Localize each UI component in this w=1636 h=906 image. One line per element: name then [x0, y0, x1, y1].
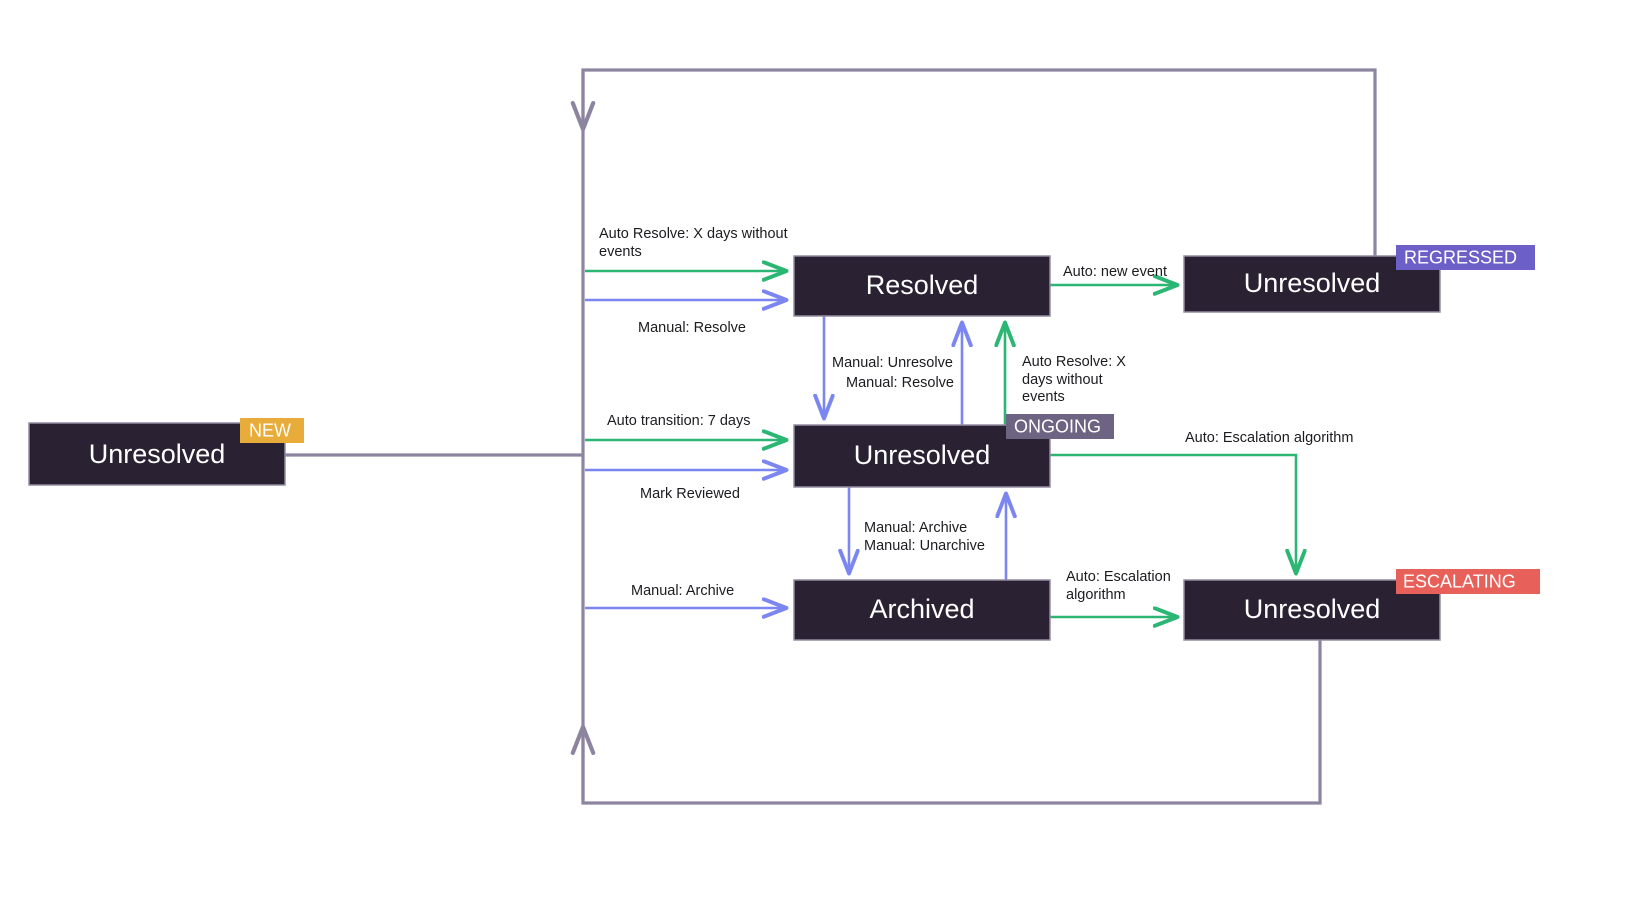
state-label-ongoing-unresolved: Unresolved [854, 440, 991, 470]
status-badge-new-label: NEW [249, 420, 291, 440]
manual-edges-blue [585, 300, 1006, 608]
status-badge-regressed-bg [1396, 245, 1535, 270]
status-badge-regressed-label: REGRESSED [1404, 247, 1517, 267]
state-badges: NEW REGRESSED ONGOING ESCALATING [240, 245, 1540, 594]
state-nodes: Unresolved Resolved Unresolved Unresolve… [28, 255, 1441, 641]
edge-label-auto-resolve-up-line3: events [1022, 389, 1065, 405]
edge-labels: Auto Resolve: X days without events Manu… [599, 226, 1353, 603]
state-box-archived[interactable] [793, 579, 1051, 641]
edge-label-auto-escalation-top: Auto: Escalation algorithm [1185, 430, 1353, 446]
state-label-regressed-unresolved: Unresolved [1244, 268, 1381, 298]
state-label-archived: Archived [869, 594, 974, 624]
edge-label-manual-unresolve: Manual: Unresolve [832, 355, 953, 371]
status-badge-new[interactable]: NEW [240, 418, 304, 443]
edge-label-auto-resolve-x-days-line2: events [599, 244, 642, 260]
edge-label-manual-resolve-left: Manual: Resolve [638, 320, 746, 336]
edge-label-manual-archive-mid: Manual: Archive [864, 520, 967, 536]
edge-label-manual-unarchive: Manual: Unarchive [864, 538, 985, 554]
state-label-escalating-unresolved: Unresolved [1244, 594, 1381, 624]
edge-label-auto-resolve-x-days-line1: Auto Resolve: X days without [599, 226, 788, 242]
edge-label-auto-new-event: Auto: new event [1063, 264, 1167, 280]
edge-label-mark-reviewed: Mark Reviewed [640, 486, 740, 502]
status-badge-new-bg [240, 418, 304, 443]
status-badge-escalating[interactable]: ESCALATING [1396, 569, 1540, 594]
edge-label-auto-escalation-bot-line2: algorithm [1066, 587, 1126, 603]
edge-auto-escalation-ongoing-to-escalating [1050, 453, 1296, 573]
state-node-resolved[interactable]: Resolved [793, 255, 1051, 317]
edge-label-auto-resolve-up-line2: days without [1022, 372, 1103, 388]
state-box-resolved[interactable] [793, 255, 1051, 317]
status-badge-escalating-bg [1396, 569, 1540, 594]
edge-label-manual-archive-left: Manual: Archive [631, 583, 734, 599]
purple-routing-frame [285, 68, 1377, 805]
status-badge-escalating-label: ESCALATING [1403, 571, 1516, 591]
state-node-archived[interactable]: Archived [793, 579, 1051, 641]
edge-spine-top-to-regressed [581, 68, 1377, 455]
edge-label-auto-transition-7-days: Auto transition: 7 days [607, 413, 750, 429]
status-badge-ongoing[interactable]: ONGOING [1006, 414, 1114, 439]
status-badge-regressed[interactable]: REGRESSED [1396, 245, 1535, 270]
edge-spine-bottom-to-escalating [581, 455, 1322, 805]
status-badge-ongoing-label: ONGOING [1014, 416, 1101, 436]
automatic-edges-green [585, 271, 1296, 617]
edge-label-auto-resolve-up-line1: Auto Resolve: X [1022, 354, 1126, 370]
edge-label-manual-resolve-mid: Manual: Resolve [846, 375, 954, 391]
state-label-new-unresolved: Unresolved [89, 439, 226, 469]
edge-label-auto-escalation-bot-line1: Auto: Escalation [1066, 569, 1171, 585]
state-box-regressed-unresolved[interactable] [1183, 255, 1441, 313]
status-badge-ongoing-bg [1006, 414, 1114, 439]
state-label-resolved: Resolved [866, 270, 979, 300]
state-node-regressed-unresolved[interactable]: Unresolved [1183, 255, 1441, 313]
